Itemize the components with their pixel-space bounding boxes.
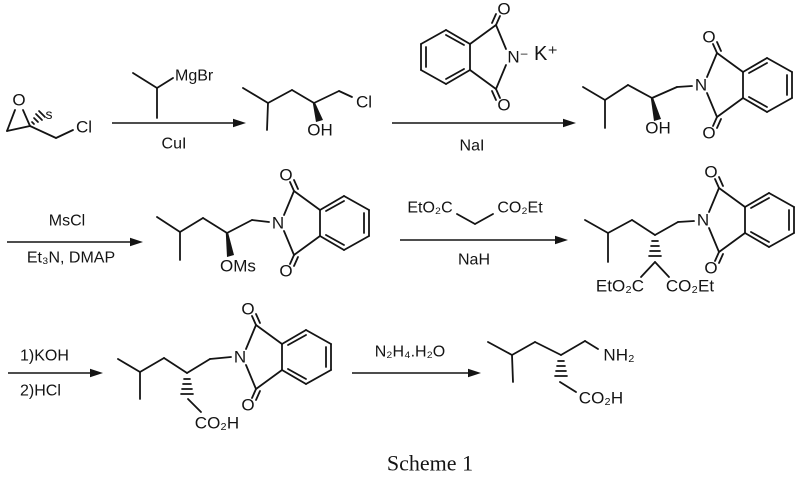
arrow-step5: 1)KOH 2)HCl <box>8 348 103 400</box>
structure-phthalimide-mesylate: OMs O O N <box>156 166 370 281</box>
reagent-isopropylmagnesium-bromide: MgBr <box>132 68 214 119</box>
potassium-cation-label: K⁺ <box>534 43 558 65</box>
nitrogen-label: N <box>272 214 284 233</box>
carbonyl-oxygen-label: O <box>702 124 715 143</box>
carbonyl-oxygen-label: O <box>241 300 254 319</box>
carbonyl-oxygen-label: O <box>704 163 717 182</box>
right-ester-label: CO₂Et <box>666 277 714 296</box>
malonate-left-ester-label: EtO₂C <box>407 200 452 217</box>
chlorine-label: Cl <box>76 118 92 137</box>
reagent-diethyl-malonate: EtO₂C CO₂Et <box>407 200 543 225</box>
structure-phthalimide-alcohol: OH O O N <box>582 28 793 143</box>
nitrogen-label: N <box>234 348 246 367</box>
arrow-step4: NaH <box>400 235 568 269</box>
step1-condition-label: CuI <box>162 136 187 153</box>
step5-reagent1-label: 1)KOH <box>20 348 69 365</box>
structure-phthalimide-acid: CO₂H O O N <box>117 300 332 433</box>
hashed-wedge-bond <box>180 378 194 395</box>
carboxylic-acid-label: CO₂H <box>195 414 239 433</box>
step3-condition-label: Et₃N, DMAP <box>27 250 115 267</box>
carboxylic-acid-label: CO₂H <box>579 389 623 408</box>
wedge-bond <box>312 103 323 122</box>
carbonyl-oxygen-label: O <box>497 96 510 115</box>
carbonyl-oxygen-label: O <box>279 166 292 185</box>
structure-phthalimide-diester: EtO₂C CO₂Et O O N <box>584 163 795 296</box>
carbonyl-oxygen-label: O <box>704 259 717 278</box>
step5-reagent2-label: 2)HCl <box>20 383 61 400</box>
arrow-step2: NaI <box>392 118 576 155</box>
stereo-descriptor-label: s <box>46 106 53 122</box>
carbonyl-oxygen-label: O <box>497 0 510 19</box>
wedge-bond <box>225 233 234 257</box>
structure-chloro-alcohol: OH Cl <box>242 87 372 140</box>
epoxide-oxygen-label: O <box>12 91 25 110</box>
arrow-step6: N₂H₄.H₂O <box>352 344 481 378</box>
hashed-wedge-bond <box>648 240 662 257</box>
wedge-bond <box>650 98 661 121</box>
arrowhead <box>233 118 246 128</box>
arrow-step1: CuI <box>112 118 246 153</box>
hashed-wedge-bond <box>31 110 46 125</box>
carbonyl-oxygen-label: O <box>279 262 292 281</box>
structure-pregabalin: CO₂H NH₂ <box>487 340 635 408</box>
step4-condition-label: NaH <box>458 252 490 269</box>
scheme-caption: Scheme 1 <box>387 451 473 476</box>
hydroxyl-label: OH <box>307 121 333 140</box>
hydroxyl-label: OH <box>645 119 671 138</box>
nitrogen-label: N <box>697 211 709 230</box>
carbonyl-oxygen-label: O <box>702 28 715 47</box>
reagent-potassium-phthalimide: O O N⁻ K⁺ <box>420 0 558 115</box>
arrowhead <box>130 237 143 247</box>
arrow-step3: MsCl Et₃N, DMAP <box>7 213 143 267</box>
nitrogen-label: N <box>695 76 707 95</box>
structure-s-epichlorohydrin: O s Cl <box>6 91 92 139</box>
chlorine-label: Cl <box>356 93 372 112</box>
amine-label: NH₂ <box>603 346 634 365</box>
arrowhead <box>563 118 576 128</box>
step2-condition-label: NaI <box>460 138 485 155</box>
mgbr-label: MgBr <box>175 68 214 85</box>
nitrogen-anion-label: N⁻ <box>507 48 528 67</box>
arrowhead <box>468 368 481 378</box>
step6-reagent-label: N₂H₄.H₂O <box>375 344 446 361</box>
step3-reagent-label: MsCl <box>49 213 85 230</box>
malonate-right-ester-label: CO₂Et <box>497 200 543 217</box>
arrowhead <box>555 235 568 245</box>
left-ester-label: EtO₂C <box>596 277 644 296</box>
carbonyl-oxygen-label: O <box>241 396 254 415</box>
mesylate-label: OMs <box>220 257 256 276</box>
hashed-wedge-bond <box>554 360 568 377</box>
arrowhead <box>90 368 103 378</box>
